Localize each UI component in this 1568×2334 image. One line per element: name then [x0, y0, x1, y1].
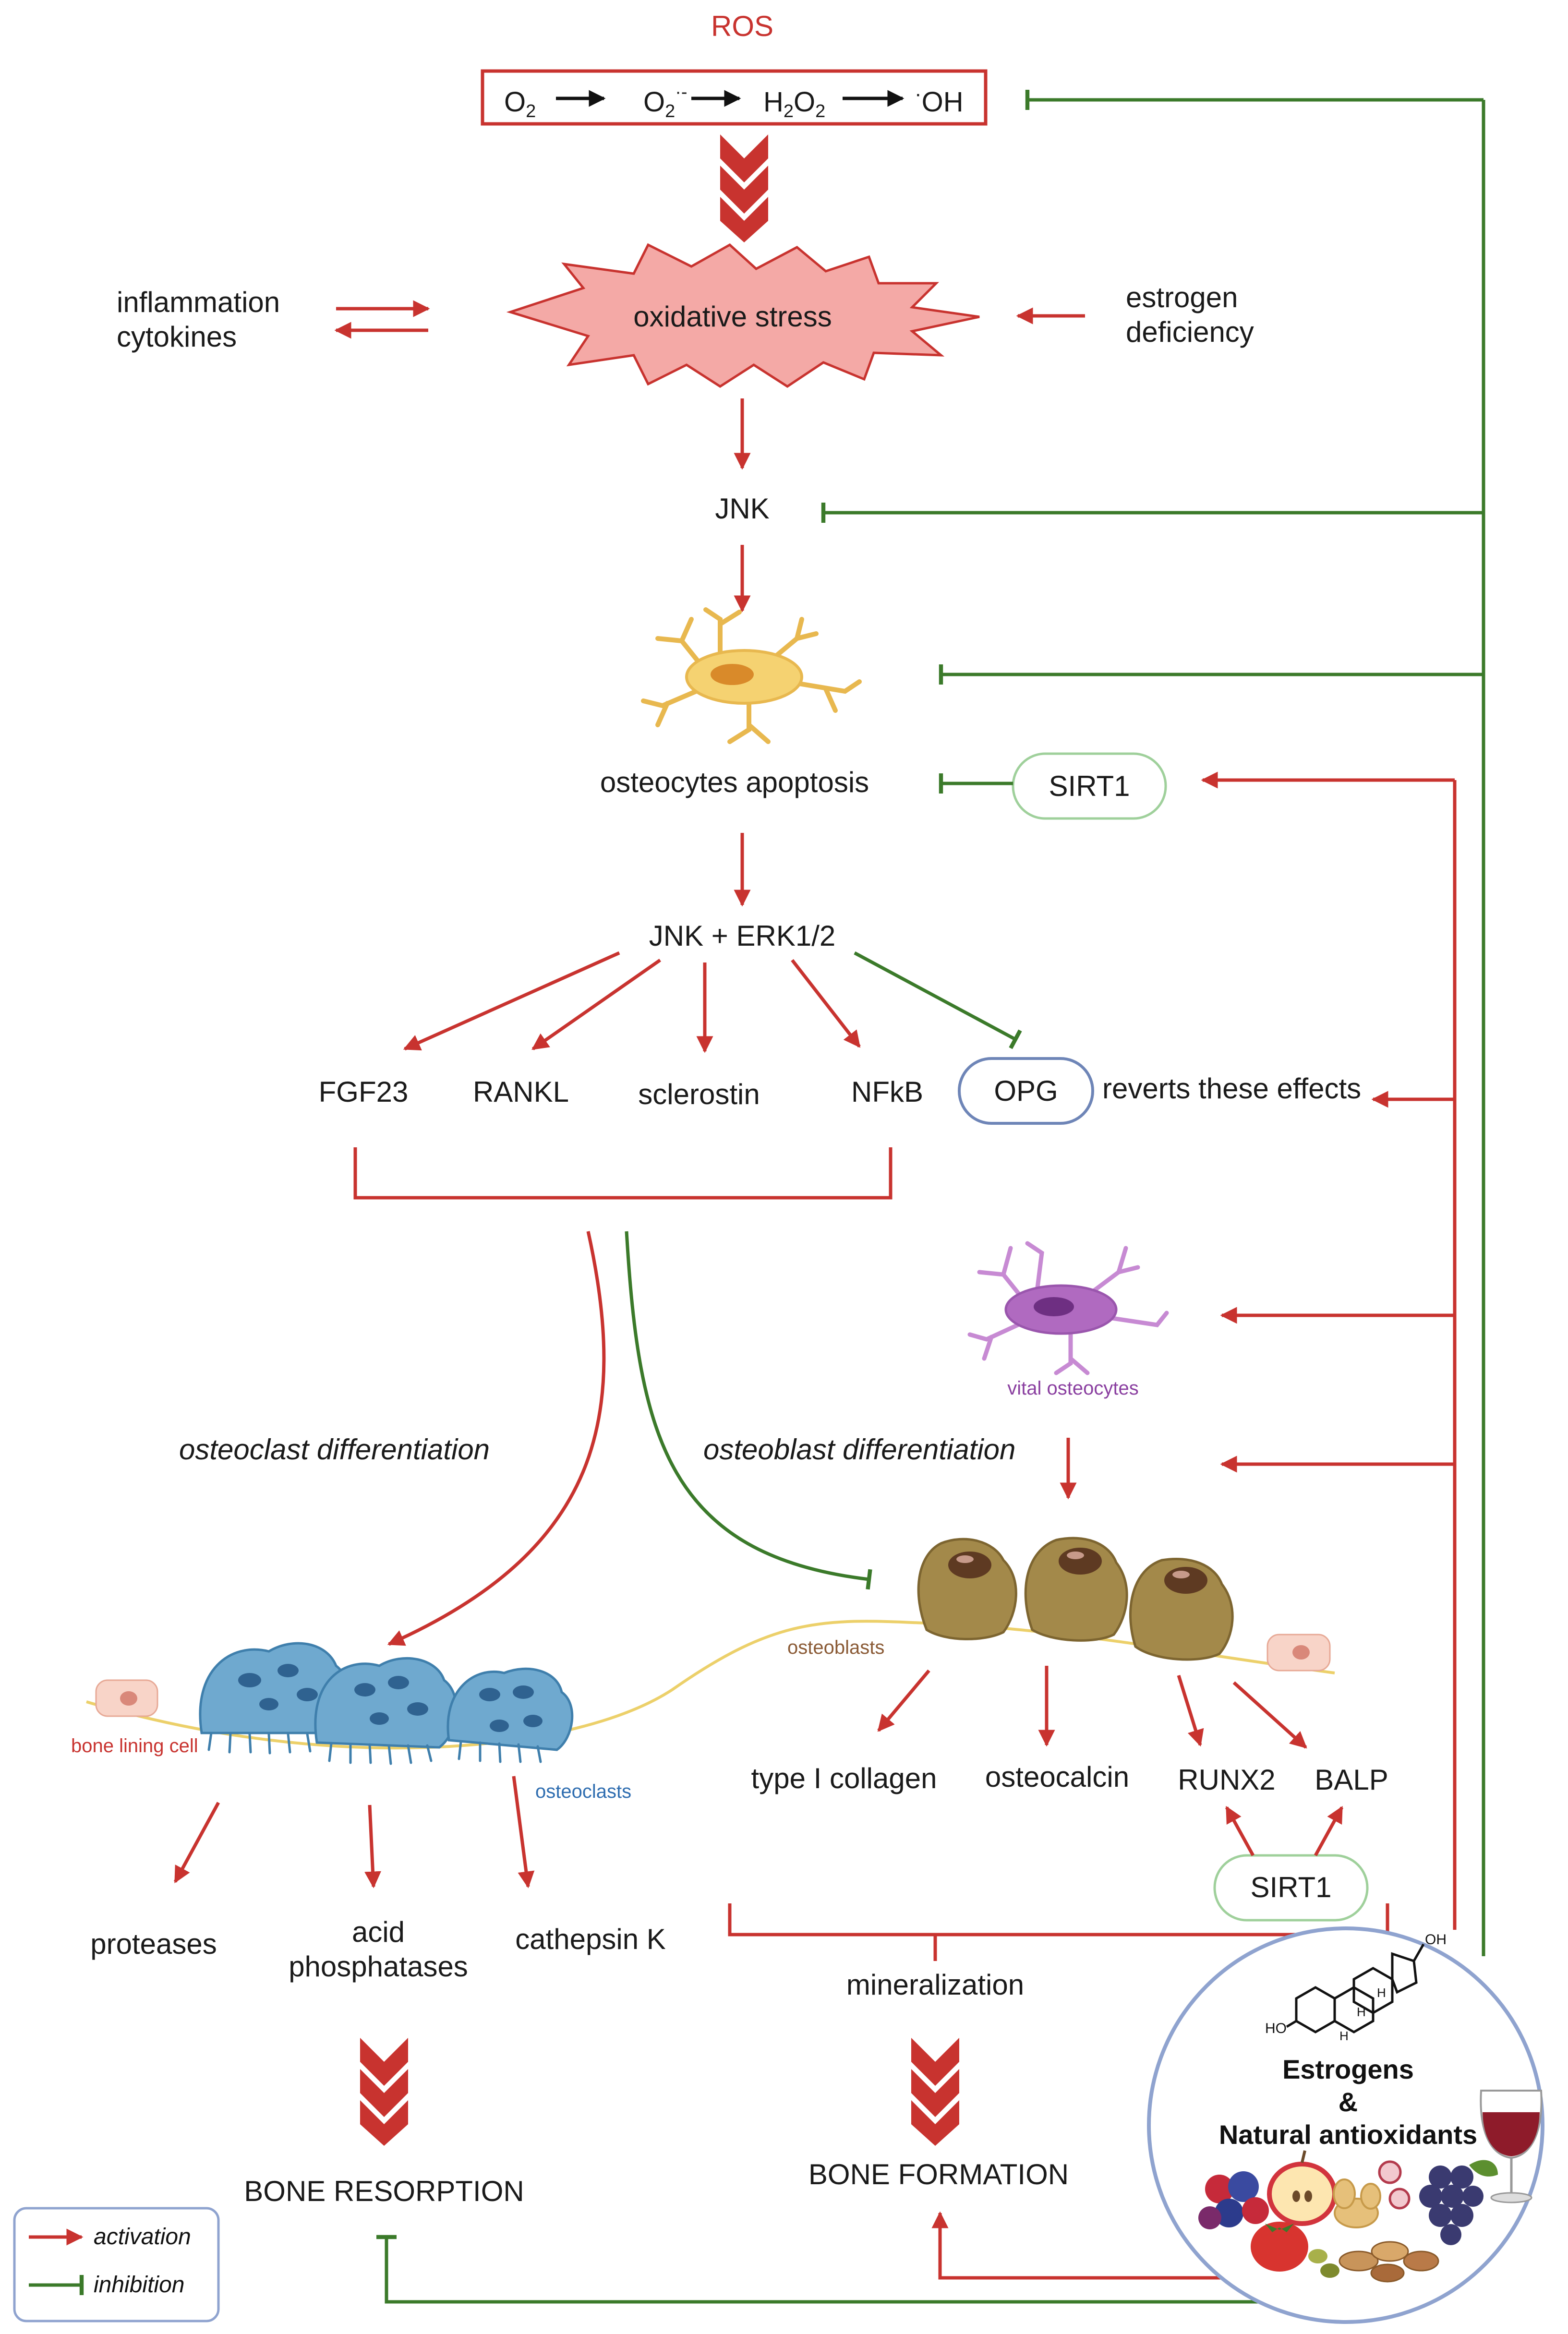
estrogen-label: estrogen [1126, 281, 1238, 313]
estrogen-oh-top: OH [1425, 1932, 1447, 1948]
antioxidants-inhibit-resorption [376, 2235, 1274, 2304]
osteoclasts-icon [199, 1642, 574, 1765]
estrogen-h1: H [1377, 1985, 1386, 2000]
jnkerk-to-fgf23-arrow [403, 951, 620, 1051]
balp-label: BALP [1315, 1764, 1388, 1796]
jnkerk-to-nfkb-arrow [791, 959, 861, 1048]
osteocytes-apoptosis-label: osteocytes apoptosis [600, 766, 869, 798]
osteoblast-differentiation-label: osteoblast differentiation [703, 1433, 1015, 1466]
osteoclast-differentiation-label: osteoclast differentiation [179, 1433, 490, 1466]
sirt1-top-pill [1012, 752, 1167, 820]
sclerostin-label: sclerostin [638, 1078, 760, 1110]
ros-title: ROS [711, 10, 773, 42]
bone-resorption-label: BONE RESORPTION [244, 2175, 524, 2207]
nuts-icon [1339, 2241, 1439, 2283]
cytokines-label: cytokines [117, 321, 237, 353]
osteoblasts-to-balp-arrow [1232, 1681, 1307, 1749]
acid-label: acid [352, 1916, 405, 1948]
fgf23-label: FGF23 [319, 1076, 409, 1108]
tomato-icon [1251, 2222, 1308, 2272]
osteoblasts-to-runx2-arrow [1177, 1674, 1204, 1747]
antioxidants-line1: Estrogens [1282, 2054, 1414, 2084]
factors-bracket [353, 1147, 893, 1200]
oxidative-stress-burst [506, 243, 980, 388]
osteoblasts-icon [917, 1537, 1234, 1661]
bone-formation-label: BONE FORMATION [808, 2158, 1069, 2190]
grape-slice-icon [1378, 2160, 1411, 2210]
opg-pill [958, 1057, 1094, 1125]
rankl-label: RANKL [473, 1076, 569, 1108]
type1-collagen-label: type I collagen [751, 1762, 937, 1794]
phosphatases-label: phosphatases [289, 1950, 468, 1983]
olives-icon [1308, 2249, 1339, 2278]
wine-glass-icon [1480, 2090, 1543, 2203]
proteases-label: proteases [90, 1928, 217, 1960]
estrogen-h2: H [1357, 2005, 1366, 2019]
nfkb-label: NFkB [851, 1076, 923, 1108]
bone-lining-cell-left-nucleus [120, 1691, 137, 1706]
sirt1-top-label: SIRT1 [1049, 770, 1130, 802]
osteocalcin-label: osteocalcin [985, 1761, 1129, 1793]
osteoblasts-to-collagen-arrow [877, 1669, 930, 1732]
bone-lining-cell-right-nucleus [1292, 1645, 1310, 1660]
vital-osteocytes-label: vital osteocytes [1007, 1378, 1138, 1399]
antioxidants-line3: Natural antioxidants [1219, 2119, 1477, 2150]
antioxidants-line2: & [1339, 2087, 1358, 2117]
apoptotic-osteocyte-icon [641, 607, 862, 744]
bone-surface-line [86, 1620, 1335, 1750]
opg-label: OPG [994, 1075, 1058, 1107]
resorption-chevrons [360, 2038, 408, 2146]
osteoclast-differentiation-arrow [387, 1231, 606, 1646]
reverts-effects-label: reverts these effects [1102, 1072, 1361, 1105]
jnk-erk-label: JNK + ERK1/2 [649, 920, 836, 952]
legend-inhibition-label: inhibition [94, 2272, 184, 2298]
svg-text:H2O2: H2O2 [763, 86, 825, 121]
sirt1-bottom-label: SIRT1 [1251, 1871, 1332, 1903]
osteoblasts-label: osteoblasts [787, 1637, 884, 1658]
mineralization-bracket [728, 1903, 1389, 1937]
osteoblast-differentiation-inhibition [625, 1231, 872, 1590]
berries-icon [1198, 2171, 1269, 2229]
osteoclasts-to-cathepsin-arrow [512, 1776, 535, 1889]
formation-chevrons [911, 2038, 959, 2146]
mineralization-label: mineralization [846, 1969, 1024, 2001]
svg-text:·OH: ·OH [915, 82, 964, 118]
jnk-label: JNK [715, 493, 769, 525]
osteoclasts-label: osteoclasts [535, 1781, 631, 1802]
cathepsin-k-label: cathepsin K [515, 1923, 666, 1955]
svg-text:O2·-: O2·- [643, 82, 688, 121]
antioxidants-activate-formation [931, 2211, 1258, 2280]
vital-osteocyte-icon [967, 1241, 1169, 1375]
estrogen-h3: H [1339, 2029, 1349, 2043]
sirt1-to-balp-arrow [1314, 1805, 1344, 1856]
estrogen-oh-bottom: HO [1265, 2021, 1287, 2036]
ros-chevrons [720, 134, 768, 242]
osteoclasts-to-acid-phosphatases-arrow [364, 1805, 381, 1889]
sirt1-bottom-pill [1213, 1854, 1369, 1922]
bone-lining-cell-label: bone lining cell [71, 1735, 198, 1757]
runx2-label: RUNX2 [1178, 1764, 1275, 1796]
ginger-icon [1333, 2178, 1381, 2228]
sirt1-to-runx2-arrow [1225, 1805, 1255, 1856]
inflammation-label: inflammation [117, 286, 280, 318]
deficiency-label: deficiency [1126, 316, 1254, 348]
ros-chain: O2 O2·- H2O2 ·OH [504, 82, 964, 121]
oxidative-stress-label: oxidative stress [633, 301, 832, 333]
jnkerk-to-rankl-arrow [531, 959, 662, 1050]
jnkerk-inhibits-opg [854, 951, 1022, 1049]
svg-text:O2: O2 [504, 86, 536, 121]
grapes-icon [1419, 2160, 1498, 2245]
estrogen-molecule-icon [1286, 1943, 1425, 2033]
legend-activation-label: activation [94, 2224, 191, 2250]
osteoclasts-to-proteases-arrow [173, 1802, 220, 1884]
